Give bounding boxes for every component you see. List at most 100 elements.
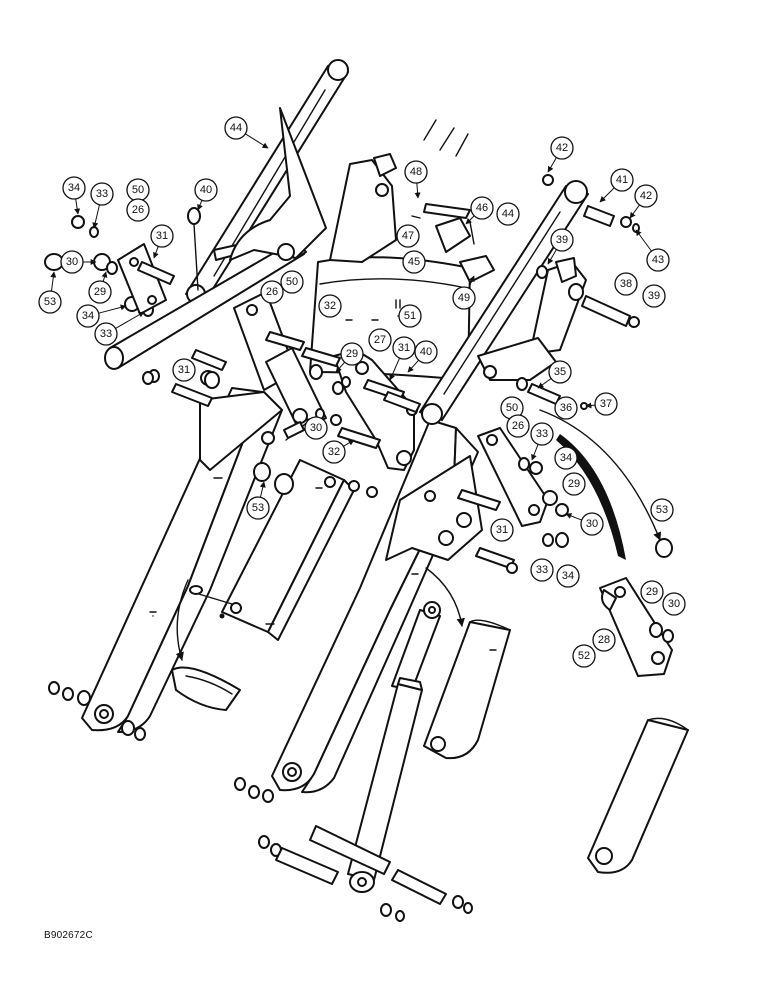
callout-number: 37 [600,398,612,410]
right-lift-link [419,180,589,425]
right-link-detail [599,538,674,677]
callout-number: 34 [82,310,94,322]
callout-leader [335,361,346,373]
right-link-plates [477,427,549,527]
callout-number: 50 [132,184,144,196]
callout-number: 34 [562,570,574,582]
left-arm-cutaway-detail [171,579,241,711]
callout-number: 30 [586,518,598,530]
callout-43: 43 [635,229,670,272]
callout-number: 53 [252,502,264,514]
callout-number: 50 [506,402,518,414]
callout-49: 49 [452,275,476,310]
callout-30: 30 [662,592,686,616]
callout-circle [496,202,520,226]
callout-number: 53 [656,504,668,516]
left-loader-arm [81,387,283,733]
callout-46: 46 [465,196,494,225]
callout-leader [585,402,596,409]
callout-circle [530,422,554,446]
callout-circle [490,518,514,542]
callout-circle [368,328,392,352]
callout-number: 52 [578,650,590,662]
callout-leader [599,187,615,203]
callout-leader [468,275,475,289]
callout-leader [259,481,266,498]
callout-circle [506,414,530,438]
callout-number: 26 [132,204,144,216]
callout-39: 39 [642,284,666,308]
drawing-code: B902672C [44,930,93,941]
callout-number: 51 [404,310,416,322]
callout-leader [197,200,203,211]
callout-40: 40 [194,178,218,211]
callout-number: 33 [96,188,108,200]
callout-circle [402,250,426,274]
callout-circle [246,496,270,520]
callout-circle [126,198,150,222]
callout-leader [537,378,552,389]
callout-circle [470,196,494,220]
callout-34: 34 [554,446,578,470]
callout-circle [150,224,174,248]
callout-number: 31 [178,364,190,376]
callout-number: 33 [536,428,548,440]
callout-number: 44 [502,208,514,220]
callout-number: 45 [408,256,420,268]
callout-number: 35 [554,366,566,378]
callout-number: 31 [156,230,168,242]
callout-34: 34 [62,176,86,215]
callout-number: 39 [648,290,660,302]
callout-53: 53 [246,481,270,520]
callout-leader [531,444,539,461]
callout-leader [98,304,127,314]
callout-53: 53 [650,498,674,522]
callout-number: 34 [68,182,80,194]
callout-38: 38 [614,272,638,296]
callout-50: 50 [500,396,524,420]
callout-40: 40 [407,340,438,373]
callout-51: 51 [398,304,422,328]
callout-number: 29 [94,286,106,298]
callout-circle [414,340,438,364]
callout-44: 44 [224,116,269,149]
callout-26: 26 [126,198,150,222]
callout-circle [392,336,416,360]
callout-circle [90,182,114,206]
left-arm-pivot-hardware [48,681,146,741]
callout-number: 44 [230,122,242,134]
callout-33: 33 [94,311,145,346]
arm-cutaway-segment [423,567,511,760]
callout-circle [642,284,666,308]
callout-circle [172,358,196,382]
callout-33: 33 [530,422,554,461]
callout-42: 42 [547,136,574,173]
callout-32: 32 [318,294,342,318]
callout-leader [50,271,57,292]
callout-35: 35 [537,360,572,389]
callout-number: 29 [646,586,658,598]
callout-leader [635,229,652,252]
callout-circle [646,248,670,272]
callout-leader [565,513,582,521]
callout-number: 42 [556,142,568,154]
callout-circle [396,224,420,248]
callout-number: 26 [512,420,524,432]
callout-number: 40 [420,346,432,358]
callout-number: 32 [328,446,340,458]
callout-31: 31 [150,224,174,259]
callout-leader [153,246,159,259]
callout-number: 46 [476,202,488,214]
callout-31: 31 [490,518,514,542]
callout-42: 42 [629,184,658,219]
callout-50: 50 [280,270,304,294]
callout-number: 42 [640,190,652,202]
callout-circle [640,580,664,604]
callout-number: 49 [458,292,470,304]
right-upper-hardware [536,174,640,328]
detail-arrow [539,409,662,560]
callout-48: 48 [404,160,428,199]
callout-number: 26 [266,286,278,298]
callout-37: 37 [585,392,618,416]
